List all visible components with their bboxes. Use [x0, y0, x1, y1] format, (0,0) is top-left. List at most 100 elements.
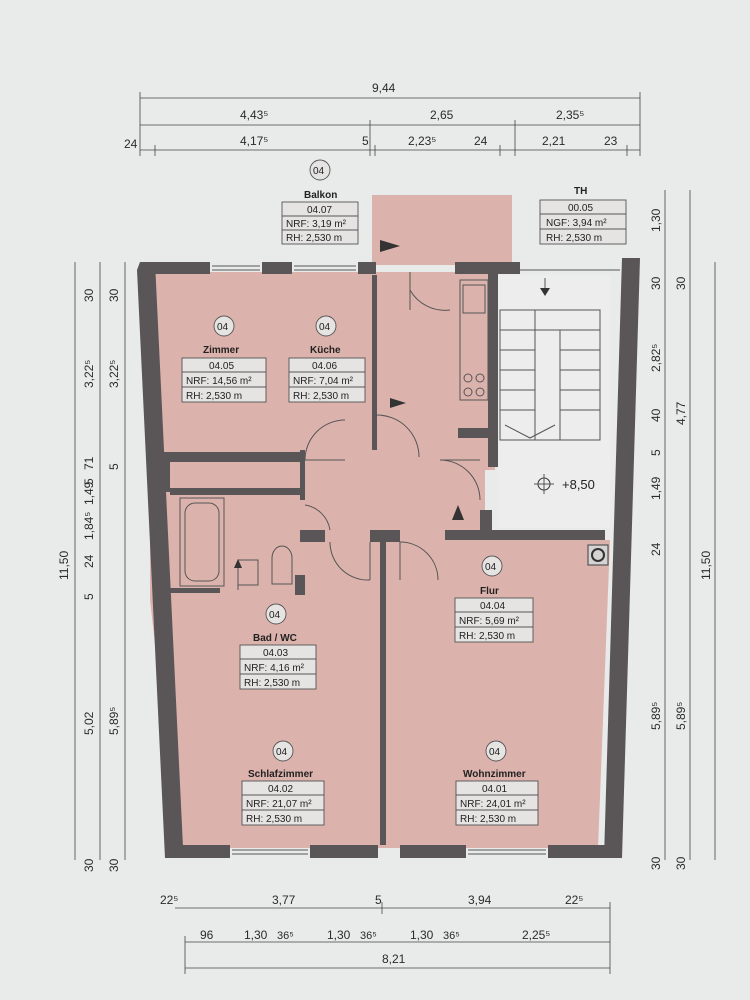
wohnzimmer-floor: 04: [489, 747, 501, 758]
dim-right-12: 30: [674, 276, 688, 290]
bad-name: Bad / WC: [253, 633, 297, 644]
balkon-height: RH: 2,530 m: [286, 233, 342, 244]
dim-right-7: 5,89⁵: [649, 702, 663, 730]
walls: [137, 258, 640, 858]
dim-top-5: 4,17⁵: [240, 134, 268, 148]
room-label-th: TH 00.05 NGF: 3,94 m² RH: 2,530 m: [539, 186, 627, 245]
dim-bot-9: 36⁵: [360, 930, 377, 942]
dim-left-15: 30: [107, 288, 121, 302]
th-area: NGF: 3,94 m²: [546, 218, 607, 229]
wohnzimmer-area: NRF: 24,01 m²: [460, 799, 526, 810]
balkon-area: NRF: 3,19 m²: [286, 219, 347, 230]
dim-left-8: 5: [82, 593, 96, 600]
dim-bot-6: 1,30: [244, 928, 268, 942]
dim-bot-5: 96: [200, 928, 214, 942]
dim-left-7: 24: [82, 554, 96, 568]
dim-bot-13: 8,21: [382, 952, 406, 966]
dim-left-1: 30: [82, 288, 96, 302]
balkon-floor: 04: [313, 166, 325, 177]
left-dimensions: 11,50 30 3,22⁵ 71 1,49 5 1,84⁵ 24 5 5,02…: [57, 262, 126, 872]
flur-floor: 04: [485, 562, 497, 573]
dim-left-2: 3,22⁵: [82, 360, 96, 388]
dim-left-0: 11,50: [57, 551, 71, 580]
dim-bot-3: 3,94: [468, 893, 492, 907]
doors: [304, 272, 481, 581]
dim-right-11: 5,89⁵: [674, 702, 688, 730]
right-dimensions: 1,30 30 2,82⁵ 40 5 1,49 24 5,89⁵ 30 30 4…: [649, 190, 716, 870]
schlafzimmer-id: 04.02: [268, 784, 293, 795]
zimmer-id: 04.05: [209, 361, 234, 372]
dim-left-10: 5,89⁵: [107, 707, 121, 735]
dim-bot-8: 1,30: [327, 928, 351, 942]
dim-left-13: 3,22⁵: [107, 360, 121, 388]
dim-right-0: 1,30: [649, 208, 663, 232]
th-name: TH: [574, 186, 587, 197]
dim-right-3: 40: [649, 408, 663, 422]
dim-left-9: 5,02: [82, 711, 96, 735]
dim-right-1: 30: [649, 276, 663, 290]
dim-right-2: 2,82⁵: [649, 344, 663, 372]
dim-left-3: 71: [82, 456, 96, 470]
flur-area: NRF: 5,69 m²: [459, 616, 520, 627]
kueche-floor: 04: [319, 322, 331, 333]
schlafzimmer-area: NRF: 21,07 m²: [246, 799, 312, 810]
bad-height: RH: 2,530 m: [244, 678, 300, 689]
dim-top-2: 2,65: [430, 108, 454, 122]
dim-right-13: 11,50: [699, 551, 713, 580]
zimmer-floor: 04: [217, 322, 229, 333]
windows: [212, 265, 546, 855]
th-id: 00.05: [568, 203, 593, 214]
schlafzimmer-name: Schlafzimmer: [248, 769, 313, 780]
dim-right-6: 24: [649, 542, 663, 556]
dim-top-3: 2,35⁵: [556, 108, 584, 122]
wohnzimmer-height: RH: 2,530 m: [460, 814, 516, 825]
dim-left-6: 1,84⁵: [82, 512, 96, 540]
dim-right-8: 30: [649, 856, 663, 870]
top-dimensions: 9,44 4,43⁵ 2,65 2,35⁵ 24 4,17⁵ 5 2,23⁵ 2…: [124, 81, 641, 156]
bottom-dimensions: 22⁵ 3,77 5 3,94 22⁵ 96 1,30 36⁵ 1,30 36⁵…: [160, 893, 611, 974]
dim-left-4: 1,49: [82, 481, 96, 505]
room-label-kueche: 04 Küche 04.06 NRF: 7,04 m² RH: 2,530 m: [288, 315, 366, 403]
dim-bot-4: 22⁵: [565, 893, 583, 907]
dim-top-6: 5: [362, 134, 369, 148]
bad-area: NRF: 4,16 m²: [244, 663, 305, 674]
bad-floor: 04: [269, 610, 281, 621]
dim-right-5: 1,49: [649, 476, 663, 500]
room-label-wohnzimmer: 04 Wohnzimmer 04.01 NRF: 24,01 m² RH: 2,…: [455, 740, 539, 826]
kueche-id: 04.06: [312, 361, 337, 372]
kueche-area: NRF: 7,04 m²: [293, 376, 354, 387]
level-label: +8,50: [562, 477, 595, 492]
room-label-schlafzimmer: 04 Schlafzimmer 04.02 NRF: 21,07 m² RH: …: [241, 740, 325, 826]
dim-left-5: 5: [82, 478, 96, 485]
room-label-flur: 04 Flur 04.04 NRF: 5,69 m² RH: 2,530 m: [454, 555, 534, 643]
dim-bot-10: 1,30: [410, 928, 434, 942]
kueche-name: Küche: [310, 345, 341, 356]
dim-left-11: 30: [82, 858, 96, 872]
balkon-name: Balkon: [304, 190, 337, 201]
dim-top-9: 2,21: [542, 134, 566, 148]
dim-top-total: 9,44: [372, 81, 396, 95]
wohnzimmer-id: 04.01: [482, 784, 507, 795]
flur-id: 04.04: [480, 601, 505, 612]
schlafzimmer-height: RH: 2,530 m: [246, 814, 302, 825]
th-height: RH: 2,530 m: [546, 233, 602, 244]
bad-id: 04.03: [263, 648, 288, 659]
flur-name: Flur: [480, 586, 499, 597]
dim-left-12: 30: [107, 858, 121, 872]
dim-bot-7: 36⁵: [277, 930, 294, 942]
dim-top-7: 2,23⁵: [408, 134, 436, 148]
room-label-zimmer: 04 Zimmer 04.05 NRF: 14,56 m² RH: 2,530 …: [181, 315, 267, 403]
entry-arrows: [380, 240, 464, 520]
flur-height: RH: 2,530 m: [459, 631, 515, 642]
dim-top-1: 4,43⁵: [240, 108, 268, 122]
balkon-id: 04.07: [307, 205, 332, 216]
dim-top-4: 24: [124, 137, 138, 151]
kitchen-fittings: [459, 279, 489, 401]
dim-bot-1: 3,77: [272, 893, 296, 907]
dim-top-8: 24: [474, 134, 488, 148]
dim-bot-12: 2,25⁵: [522, 928, 550, 942]
bath-fittings: [179, 497, 293, 590]
dim-right-4: 5: [649, 449, 663, 456]
dim-right-9: 30: [674, 856, 688, 870]
